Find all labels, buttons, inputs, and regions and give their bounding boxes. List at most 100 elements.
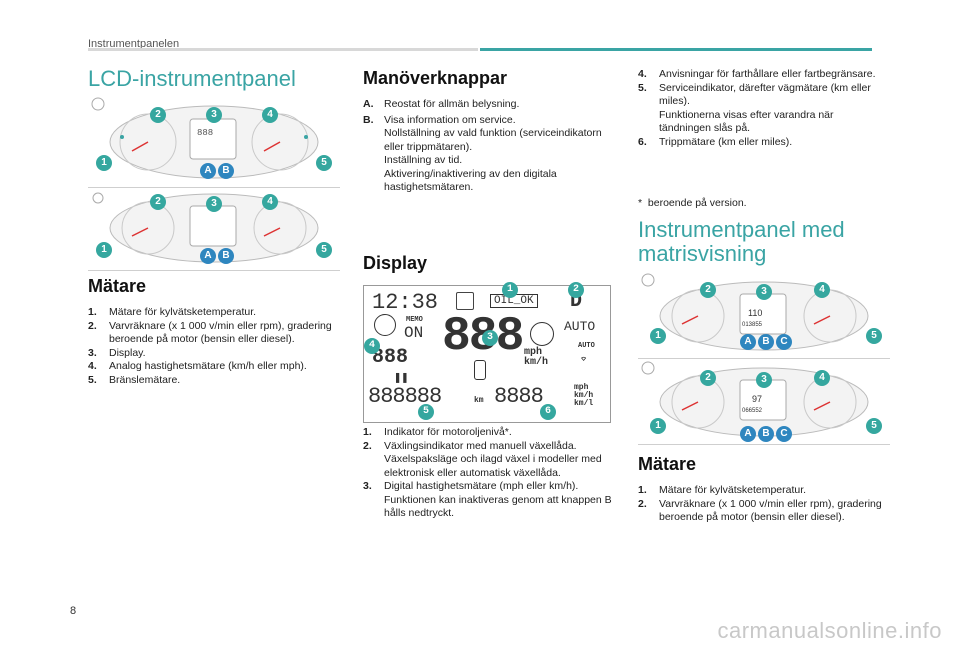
matrix-odometer-readout: 066552 [742, 408, 763, 414]
marker-5: 5 [866, 418, 882, 434]
footnote: * beroende på version. [638, 197, 747, 209]
marker-5: 5 [316, 242, 332, 258]
marker-2: 2 [150, 194, 166, 210]
seatbelt-icon [474, 360, 486, 380]
matrix-cluster-figure-2: 97 066552 1 2 3 4 5 A B C [638, 360, 890, 445]
list-item: 4.Anvisningar för farthållare eller fart… [638, 68, 876, 80]
marker-c: C [776, 426, 792, 442]
lcd-cluster-figure-2: 1 2 3 4 5 A B [88, 188, 340, 271]
list-item: 1.Mätare för kylvätsketemperatur. [638, 484, 807, 496]
list-item: 2.Växlingsindikator med manuell växellåd… [363, 439, 602, 479]
list-item: 3.Display. [88, 346, 146, 359]
wiper-icon: ⌔ [580, 353, 588, 367]
matrix-odometer-readout: 013855 [742, 322, 763, 328]
speed-unit-label: mph km/h [524, 347, 549, 368]
meters-list: 1.Mätare för kylvätsketemperatur. 2.Varv… [88, 306, 343, 387]
auto-small-label: AUTO [578, 342, 595, 350]
marker-1: 1 [650, 418, 666, 434]
cluster-drawing: 888 [91, 97, 319, 179]
marker-b: B [758, 426, 774, 442]
display-heading: Display [363, 253, 428, 273]
marker-6: 6 [540, 404, 556, 420]
auto-label: AUTO [564, 319, 596, 334]
marker-1: 1 [502, 282, 518, 298]
clock-readout: 12:38 [372, 290, 439, 315]
marker-4: 4 [262, 107, 278, 123]
list-item: 4.Analog hastighetsmätare (km/h eller mp… [88, 360, 307, 372]
marker-3: 3 [482, 330, 498, 346]
cruise-setpoint-readout: 888 [372, 346, 409, 369]
steering-icon [641, 361, 655, 375]
matrix-meters-list: 1.Mätare för kylvätsketemperatur. 2.Varv… [638, 484, 888, 525]
marker-3: 3 [756, 372, 772, 388]
lcd-display-figure: 12:38 OIL_OK D AUTO MEMO ON 888 mph km/h… [363, 282, 611, 423]
cruise-control-icon [374, 314, 396, 336]
marker-b: B [218, 248, 234, 264]
marker-b: B [218, 163, 234, 179]
header-line-gray [88, 48, 478, 51]
marker-2: 2 [568, 282, 584, 298]
marker-1: 1 [96, 155, 112, 171]
marker-2: 2 [700, 370, 716, 386]
controls-heading: Manöverknappar [363, 68, 508, 88]
cluster-drawing [641, 361, 869, 437]
fuel-pump-icon [456, 292, 474, 310]
list-item: A.Reostat för allmän belysning. [363, 98, 520, 110]
speed-limiter-icon [530, 322, 554, 346]
page-number: 8 [70, 605, 77, 617]
marker-c: C [776, 334, 792, 350]
marker-a: A [200, 248, 216, 264]
marker-3: 3 [206, 196, 222, 212]
list-item: 2.Varvräknare (x 1 000 v/min eller rpm),… [88, 319, 332, 346]
matrix-speed-readout: 110 [748, 308, 763, 318]
marker-5: 5 [316, 155, 332, 171]
marker-5: 5 [866, 328, 882, 344]
lcd-cluster-figure-1: 888 1 2 3 4 5 A B [88, 97, 340, 188]
marker-4: 4 [364, 338, 380, 354]
wrench-icon [92, 192, 104, 204]
marker-1: 1 [96, 242, 112, 258]
marker-3: 3 [756, 284, 772, 300]
trip-readout: 8888 [494, 384, 544, 409]
marker-4: 4 [262, 194, 278, 210]
marker-4: 4 [814, 282, 830, 298]
cluster-drawing [641, 273, 869, 351]
list-item: 2.Varvräknare (x 1 000 v/min eller rpm),… [638, 497, 882, 524]
pause-icon: ❚❚ [394, 371, 409, 385]
display-items-list: 1.Indikator för motoroljenivå*. 2.Växlin… [363, 426, 613, 521]
lcd-panel-title: LCD-instrumentpanel [88, 66, 296, 91]
svg-text:888: 888 [197, 128, 213, 138]
marker-4: 4 [814, 370, 830, 386]
list-item: B.Visa information om service. Nollställ… [363, 113, 602, 194]
meters-heading: Mätare [88, 276, 147, 296]
steering-icon [91, 97, 105, 111]
controls-list: A.Reostat för allmän belysning. B.Visa i… [363, 98, 608, 195]
marker-b: B [758, 334, 774, 350]
on-label: ON [404, 324, 424, 342]
km-label: km [474, 396, 484, 405]
marker-1: 1 [650, 328, 666, 344]
section-header: Instrumentpanelen [88, 38, 180, 50]
marker-a: A [740, 334, 756, 350]
header-line-accent [480, 48, 872, 51]
display-items-list-continued: 4.Anvisningar för farthållare eller fart… [638, 68, 888, 149]
matrix-panel-title: Instrumentpanel med matrisvisning [638, 217, 845, 266]
marker-3: 3 [206, 107, 222, 123]
list-item: 1.Mätare för kylvätsketemperatur. [88, 306, 257, 318]
marker-2: 2 [150, 107, 166, 123]
list-item: 6.Trippmätare (km eller miles). [638, 135, 793, 148]
marker-a: A [200, 163, 216, 179]
marker-2: 2 [700, 282, 716, 298]
matrix-cluster-figure-1: 110 013855 1 2 3 4 5 A B C [638, 272, 890, 359]
list-item: 5.Serviceindikator, därefter vägmätare (… [638, 81, 871, 135]
memo-label: MEMO [406, 316, 423, 324]
matrix-speed-readout: 97 [752, 394, 763, 404]
watermark: carmanualsonline.info [717, 618, 942, 643]
steering-icon [641, 273, 655, 287]
matrix-meters-heading: Mätare [638, 454, 697, 474]
list-item: 5.Bränslemätare. [88, 373, 181, 386]
cluster-drawing [92, 192, 319, 263]
marker-5: 5 [418, 404, 434, 420]
marker-a: A [740, 426, 756, 442]
list-item: 3.Digital hastighetsmätare (mph eller km… [363, 480, 612, 519]
